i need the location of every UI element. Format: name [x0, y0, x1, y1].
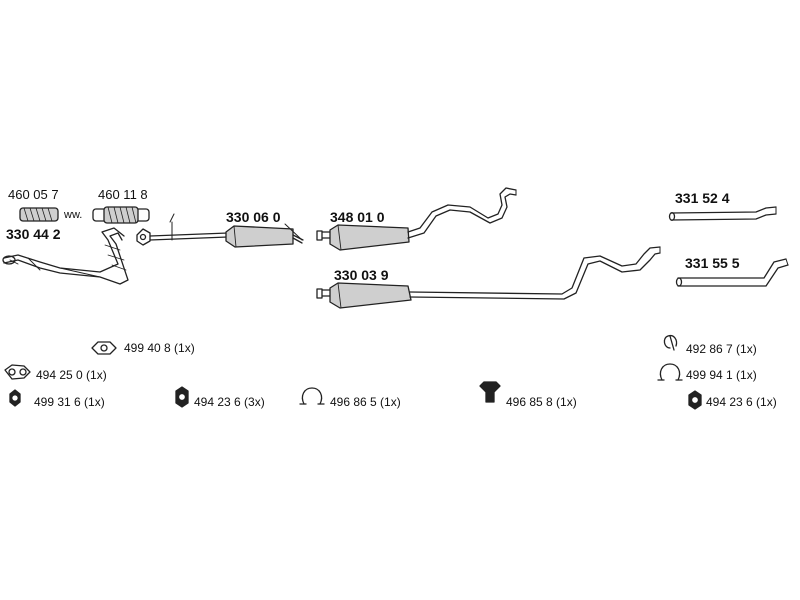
gasket-icon	[91, 341, 117, 355]
part-label-330060: 330 06 0	[226, 209, 281, 225]
tail-pipe-331555	[675, 258, 789, 287]
accessory-label-494236a: 494 23 6 (3x)	[194, 395, 265, 409]
clamp-icon-b	[657, 363, 683, 381]
accessory-label-499408: 499 40 8 (1x)	[124, 341, 195, 355]
ww-label: ww.	[64, 209, 83, 221]
part-label-331524: 331 52 4	[675, 190, 730, 206]
part-label-330442: 330 44 2	[6, 226, 61, 242]
flange-pipe	[136, 213, 229, 246]
middle-silencer-330060	[225, 223, 304, 248]
hanger-icon	[479, 381, 501, 403]
accessory-label-494236b: 494 23 6 (1x)	[706, 395, 777, 409]
part-label-330039: 330 03 9	[334, 267, 389, 283]
rubber-mount-icon	[9, 389, 21, 407]
part-label-348010: 348 01 0	[330, 209, 385, 225]
accessory-label-494250: 494 25 0 (1x)	[36, 368, 107, 382]
accessory-label-499316: 499 31 6 (1x)	[34, 395, 105, 409]
tail-pipe-331524	[668, 206, 777, 221]
accessory-label-492867: 492 86 7 (1x)	[686, 342, 757, 356]
front-pipe-330442	[2, 227, 129, 285]
accessory-label-496865: 496 86 5 (1x)	[330, 395, 401, 409]
clip-icon	[663, 334, 678, 351]
flex-pipe-460057	[19, 207, 59, 222]
part-label-460118: 460 11 8	[98, 187, 148, 202]
clamp-icon	[299, 387, 325, 405]
double-gasket-icon	[4, 364, 31, 380]
rubber-ring-icon-a	[175, 386, 189, 408]
rear-silencer-348010	[316, 187, 517, 251]
flex-pipe-460118	[92, 206, 150, 224]
rubber-ring-icon-b	[688, 390, 702, 410]
accessory-label-499941: 499 94 1 (1x)	[686, 368, 757, 382]
part-label-331555: 331 55 5	[685, 255, 740, 271]
part-label-460057: 460 05 7	[8, 187, 59, 202]
accessory-label-496858: 496 85 8 (1x)	[506, 395, 577, 409]
rear-silencer-330039	[316, 246, 661, 309]
